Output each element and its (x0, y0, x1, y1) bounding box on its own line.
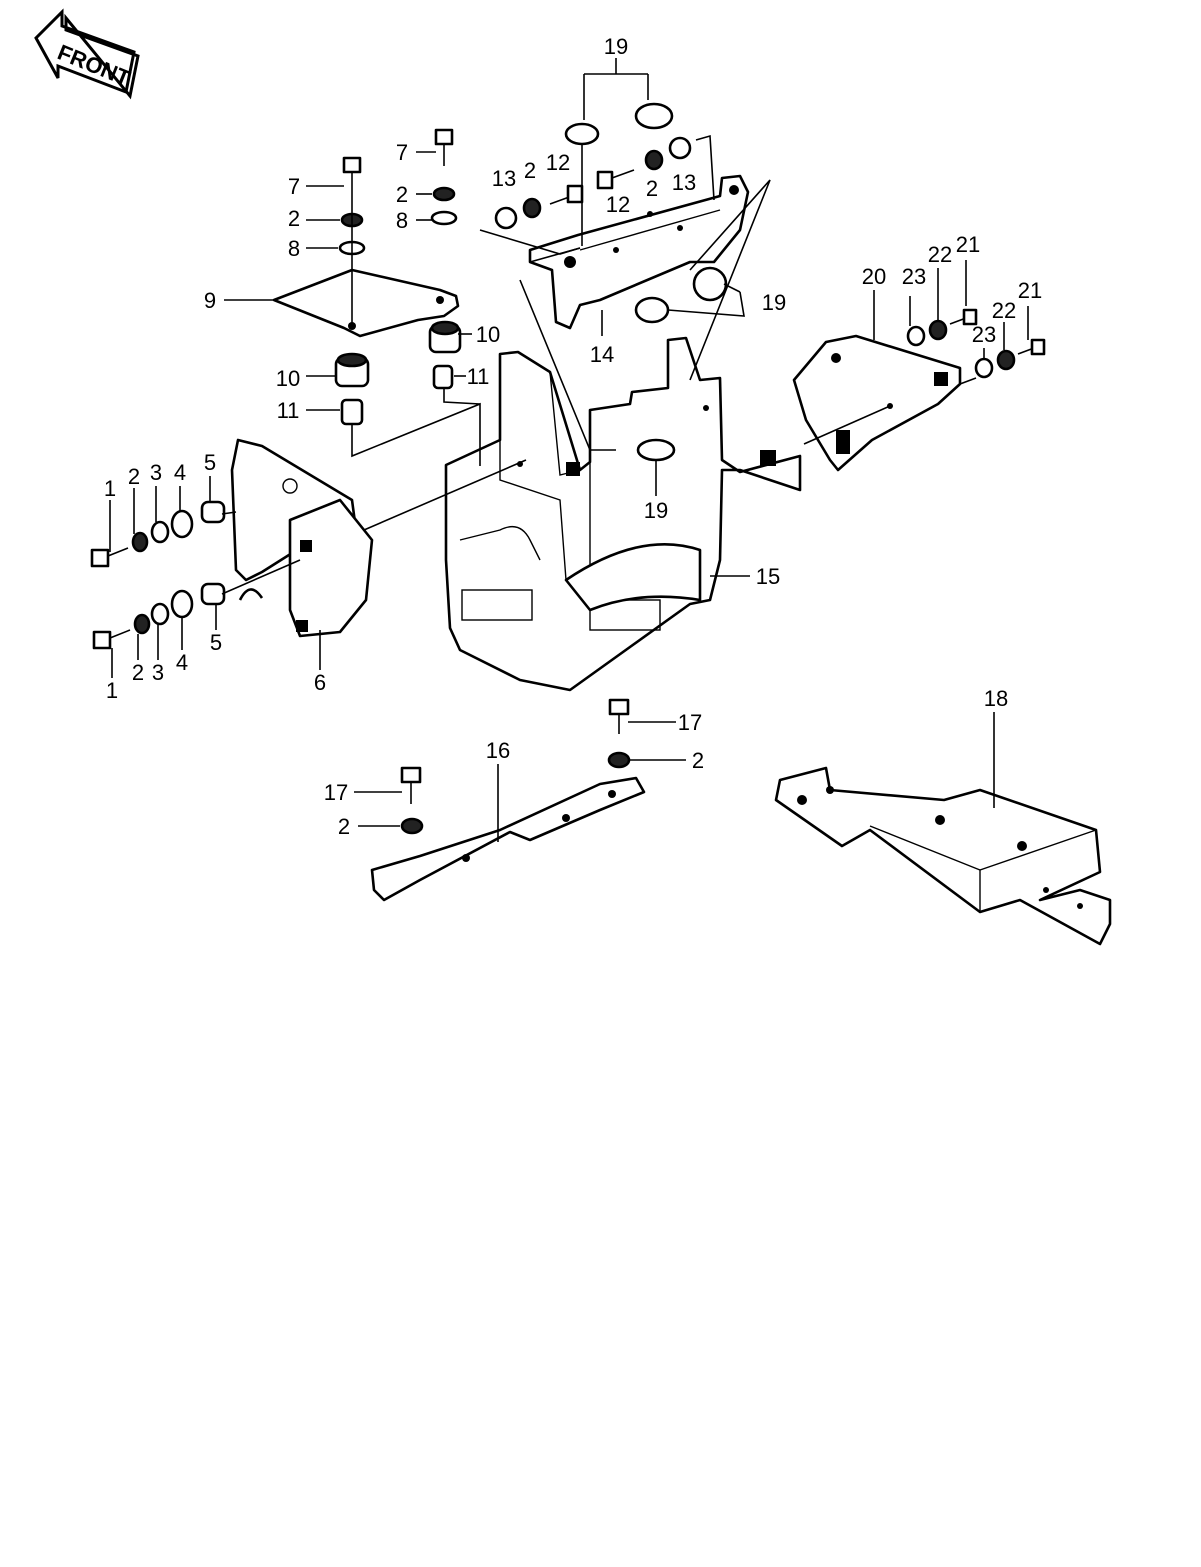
callout-6: 6 (314, 670, 326, 695)
grommet-19c-icon (692, 266, 728, 302)
washer-2e-icon (131, 531, 149, 553)
callout-20: 20 (862, 264, 886, 289)
callout-1b: 1 (106, 678, 118, 703)
bracket-16 (370, 776, 646, 902)
battery-case-15 (444, 336, 802, 692)
callout-21a: 21 (956, 232, 980, 257)
callout-2g: 2 (692, 748, 704, 773)
callout-1a: 1 (104, 476, 116, 501)
hardware (90, 102, 1046, 835)
plate-9 (272, 268, 460, 338)
bolt-12-icon (549, 184, 584, 205)
callout-8a: 8 (288, 236, 300, 261)
callout-11a: 11 (277, 398, 300, 423)
collar-11-icon (340, 398, 364, 426)
washer-2f-icon (133, 613, 151, 635)
callout-15: 15 (756, 564, 780, 589)
washer-2g-icon (607, 751, 631, 769)
bracket-6 (230, 438, 374, 638)
callout-16: 16 (486, 738, 510, 763)
leader-lines (109, 58, 1029, 842)
washer-2d-icon (644, 149, 664, 171)
callout-19-top: 19 (604, 34, 628, 59)
callout-2b: 2 (396, 182, 408, 207)
grommet-19b-icon (634, 102, 674, 130)
bolt-17-icon (608, 698, 630, 734)
collar-5-icon (200, 500, 226, 524)
callout-14: 14 (590, 342, 614, 367)
callout-11b: 11 (467, 364, 490, 389)
callout-labels: 19 7 7 2 2 8 8 9 10 10 11 11 13 2 12 12 … (104, 34, 1042, 839)
callout-4b: 4 (176, 650, 188, 675)
grommet-19a-icon (564, 122, 600, 146)
callout-13b: 13 (672, 170, 696, 195)
bushing-4-icon (170, 509, 194, 539)
callout-18: 18 (984, 686, 1008, 711)
washer-3-icon (150, 520, 170, 544)
washer-22-icon (928, 319, 948, 341)
callout-2f: 2 (132, 660, 144, 685)
callout-22b: 22 (992, 298, 1016, 323)
bolt-17b-icon (400, 766, 422, 804)
callout-4a: 4 (174, 460, 186, 485)
collar-11b-icon (432, 364, 454, 390)
bolt-21b-icon (1017, 338, 1046, 356)
callout-21b: 21 (1018, 278, 1042, 303)
washer-8b-icon (430, 210, 458, 226)
callout-19-right: 19 (762, 290, 786, 315)
bolt-7b-icon (434, 128, 454, 166)
bushing-4b-icon (170, 589, 194, 619)
callout-19-mid: 19 (644, 498, 668, 523)
callout-7a: 7 (288, 174, 300, 199)
tray-18 (774, 766, 1112, 946)
callout-3b: 3 (152, 660, 164, 685)
washer-3b-icon (150, 602, 170, 626)
callout-8b: 8 (396, 208, 408, 233)
washer-22b-icon (996, 349, 1016, 371)
washer-2c-icon (522, 197, 542, 219)
bolt-1-icon (90, 547, 129, 568)
washer-13b-icon (668, 136, 692, 160)
callout-23a: 23 (902, 264, 926, 289)
bolt-21-icon (949, 308, 978, 326)
callout-12a: 12 (546, 150, 570, 175)
callout-2c: 2 (524, 158, 536, 183)
bolt-1b-icon (92, 629, 131, 650)
bolt-7-icon (342, 156, 362, 196)
callout-2a: 2 (288, 206, 300, 231)
callout-2h: 2 (338, 814, 350, 839)
front-arrow-icon: FRONT (34, 8, 140, 100)
callout-2d: 2 (646, 176, 658, 201)
callout-2e: 2 (128, 464, 140, 489)
callout-12b: 12 (606, 192, 630, 217)
grommet-19d-icon (634, 296, 670, 324)
washer-23-icon (906, 325, 926, 347)
callout-17a: 17 (678, 710, 702, 735)
callout-23b: 23 (972, 322, 996, 347)
bolt-12b-icon (596, 169, 635, 190)
callout-10a: 10 (276, 366, 300, 391)
callout-17b: 17 (324, 780, 348, 805)
callout-5b: 5 (210, 630, 222, 655)
washer-23b-icon (974, 357, 994, 379)
bracket-14 (528, 174, 750, 330)
callout-7b: 7 (396, 140, 408, 165)
grommet-19e-icon (636, 438, 676, 462)
washer-2h-icon (400, 817, 424, 835)
callout-5a: 5 (204, 450, 216, 475)
callout-3a: 3 (150, 460, 162, 485)
callout-9: 9 (204, 288, 216, 313)
bracket-20 (792, 334, 962, 472)
collar-5b-icon (200, 582, 226, 606)
callout-10b: 10 (476, 322, 500, 347)
washer-2b-icon (432, 186, 456, 202)
callout-13a: 13 (492, 166, 516, 191)
callout-22a: 22 (928, 242, 952, 267)
washer-13-icon (494, 206, 518, 230)
